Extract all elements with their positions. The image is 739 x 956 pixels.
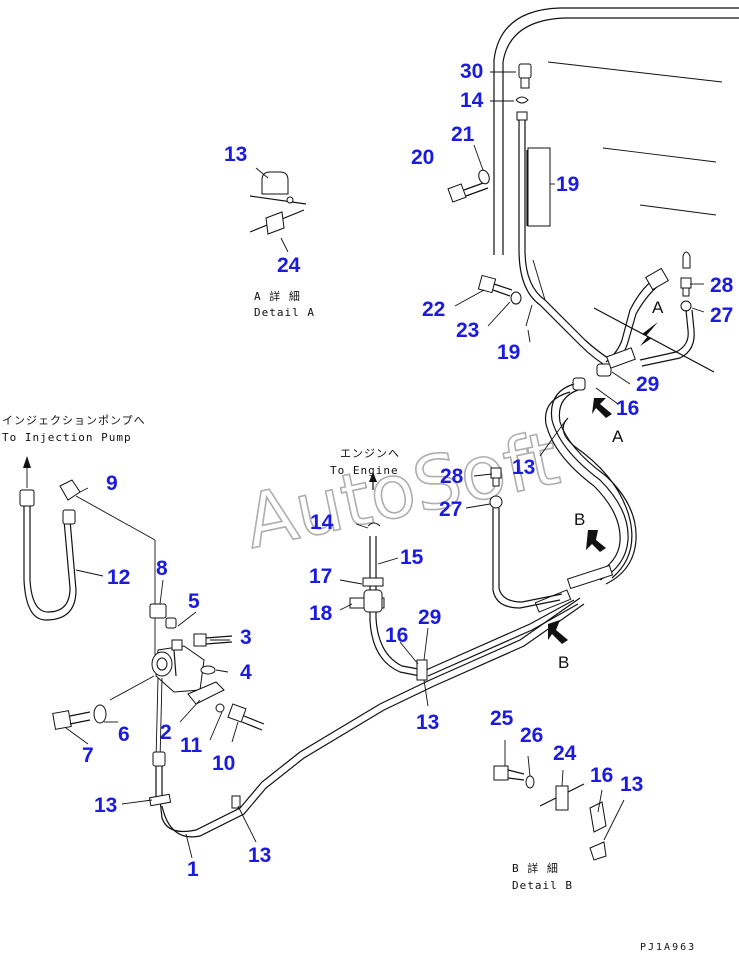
part-18-label: 18 <box>309 602 333 625</box>
view-a-marker: A <box>652 298 664 317</box>
detail-b-title-jp: B 詳 細 <box>512 861 559 875</box>
part-11-label: 11 <box>180 734 203 757</box>
bolt-22 <box>454 274 533 327</box>
part-4-label: 4 <box>240 661 252 684</box>
part-13-label: 13 <box>94 794 117 817</box>
fuel-tank <box>493 7 739 373</box>
part-2-label: 2 <box>160 721 172 744</box>
part-29-label: 29 <box>636 373 659 396</box>
detail-b-title-en: Detail B <box>512 879 573 892</box>
view-a-marker: A <box>612 427 624 446</box>
fitting-30 <box>490 63 532 104</box>
engine-feed-pipe <box>349 472 428 681</box>
part-callouts: 30 14 21 20 19 13 24 22 23 19 28 27 29 1… <box>82 60 734 881</box>
tank-return-pipe <box>516 111 615 369</box>
detail-a-title-jp: A 詳 細 <box>254 289 301 303</box>
part-10-label: 10 <box>212 752 235 775</box>
bolt-20 <box>447 144 490 203</box>
leader-lines <box>65 183 705 859</box>
drawing-code: PJ1A963 <box>640 942 696 953</box>
clamp-block-a <box>572 347 636 418</box>
part-8-label: 8 <box>156 557 168 580</box>
part-28-label: 28 <box>710 274 734 297</box>
part-27-label: 27 <box>439 498 462 521</box>
part-28-label: 28 <box>440 465 464 488</box>
part-25-label: 25 <box>490 707 514 730</box>
view-b-marker: B <box>558 653 569 672</box>
part-16-label: 16 <box>590 764 613 787</box>
part-13-label: 13 <box>416 711 439 734</box>
lower-left-hose <box>148 751 241 809</box>
part-13-label: 13 <box>224 143 247 166</box>
part-19-label: 19 <box>497 341 520 364</box>
part-13-label: 13 <box>620 773 643 796</box>
to-engine-jp: エンジンへ <box>340 447 400 460</box>
part-21-label: 21 <box>451 123 475 146</box>
part-24-label: 24 <box>277 254 301 277</box>
part-13-label: 13 <box>512 456 535 479</box>
upper-fittings-a <box>605 251 695 367</box>
part-20-label: 20 <box>411 146 434 169</box>
part-12-label: 12 <box>107 566 130 589</box>
part-5-label: 5 <box>188 590 200 613</box>
part-7-label: 7 <box>82 744 94 767</box>
part-26-label: 26 <box>520 724 543 747</box>
part-3-label: 3 <box>240 626 252 649</box>
part-29-label: 29 <box>418 606 441 629</box>
part-14-label: 14 <box>460 89 484 112</box>
main-hose-loop <box>544 383 637 590</box>
part-22-label: 22 <box>422 298 445 321</box>
part-1-label: 1 <box>187 858 199 881</box>
part-6-label: 6 <box>118 723 130 746</box>
to-pump-en: To Injection Pump <box>2 431 132 444</box>
main-pipe-run <box>159 589 585 838</box>
part-13-label: 13 <box>248 844 271 867</box>
part-23-label: 23 <box>456 319 479 342</box>
part-27-label: 27 <box>710 304 733 327</box>
part-9-label: 9 <box>106 472 118 495</box>
view-markers: A A B B <box>558 298 664 672</box>
part-16-label: 16 <box>385 624 408 647</box>
watermark: AutoSoft <box>237 416 566 566</box>
part-14-label: 14 <box>310 511 334 534</box>
to-engine-en: To Engine <box>330 464 399 477</box>
view-b-marker: B <box>574 510 585 529</box>
part-17-label: 17 <box>309 565 332 588</box>
part-15-label: 15 <box>400 546 424 569</box>
detail-a <box>249 167 307 253</box>
diagram-notes: A 詳 細 Detail A インジェクションポンプへ To Injection… <box>2 289 696 953</box>
detail-b <box>493 740 625 861</box>
part-30-label: 30 <box>460 60 483 83</box>
pipe-27-loop <box>489 467 568 644</box>
part-24-label: 24 <box>553 742 577 765</box>
filter-head <box>52 603 265 761</box>
to-pump-jp: インジェクションポンプへ <box>2 414 146 427</box>
part-16-label: 16 <box>616 397 639 420</box>
detail-a-title-en: Detail A <box>254 306 315 319</box>
part-19-label: 19 <box>556 173 579 196</box>
injection-pump-line <box>19 456 156 660</box>
